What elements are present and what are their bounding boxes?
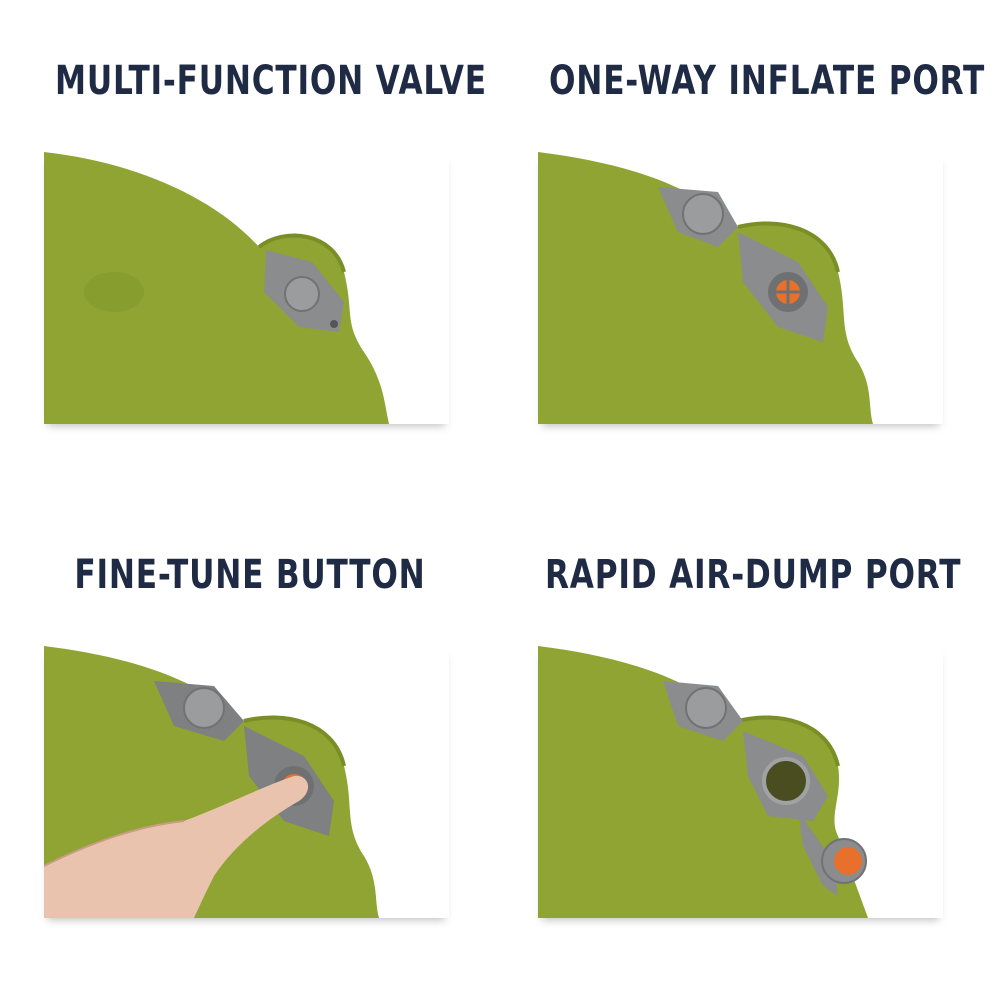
valve-cap-icon xyxy=(154,681,244,741)
valve-cap-icon xyxy=(658,187,738,247)
valve-cap-icon xyxy=(663,681,743,741)
panel-fine-tune-button-image xyxy=(44,646,449,918)
panel-title-multi-function-valve: MULTI-FUNCTION VALVE xyxy=(55,58,487,104)
panel-rapid-air-dump-port-image xyxy=(538,646,943,918)
inflate-port-icon xyxy=(738,232,828,342)
mat-fine-tune-illustration xyxy=(44,646,379,918)
hand-finger-icon xyxy=(44,775,309,918)
panel-multi-function-valve-image xyxy=(44,152,449,424)
panel-title-fine-tune-button: FINE-TUNE BUTTON xyxy=(74,552,426,598)
panel-title-rapid-air-dump-port: RAPID AIR-DUMP PORT xyxy=(545,552,962,598)
orange-plug-cap-icon xyxy=(821,838,867,884)
valve-icon xyxy=(264,250,344,332)
mat-inflate-port-illustration xyxy=(538,152,873,424)
panel-title-one-way-inflate-port: ONE-WAY INFLATE PORT xyxy=(549,58,986,104)
mat-valve-illustration xyxy=(44,152,389,424)
mat-air-dump-illustration xyxy=(538,646,868,918)
panel-one-way-inflate-port-image xyxy=(538,152,943,424)
